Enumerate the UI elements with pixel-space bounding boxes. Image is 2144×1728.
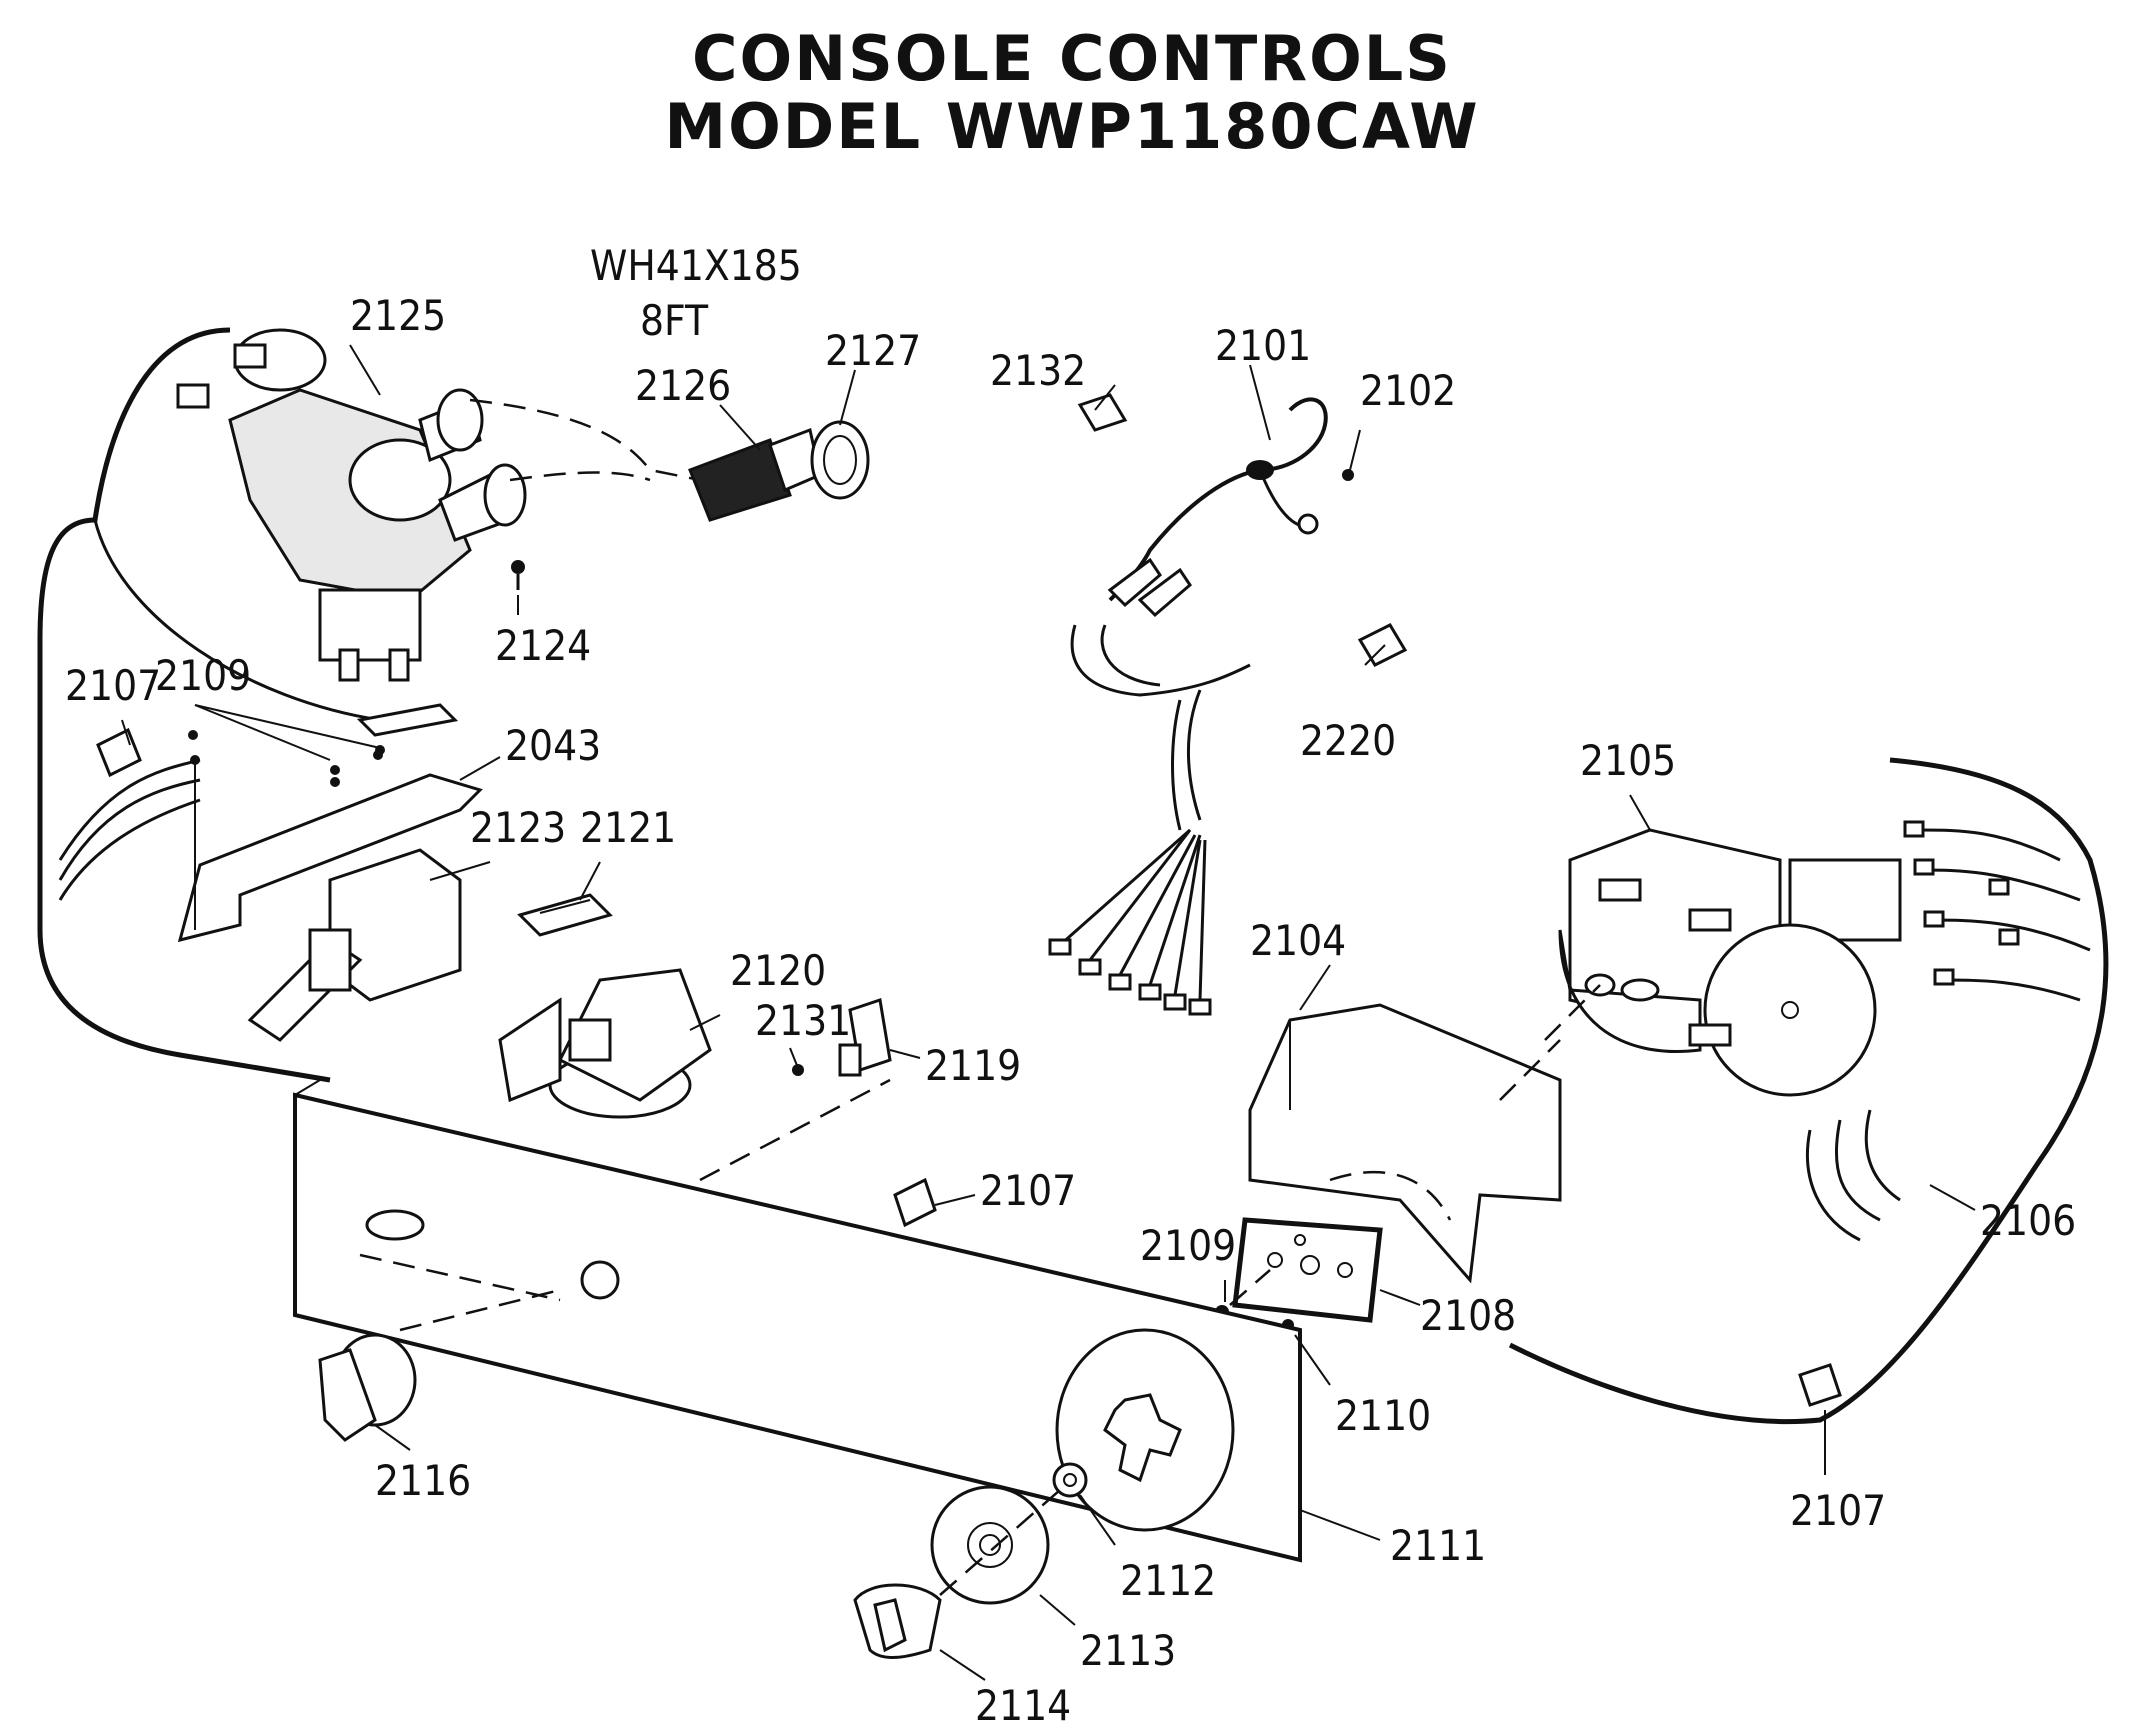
clip-2132	[1077, 393, 1128, 432]
label-2116: 2116	[375, 1456, 471, 1505]
center-wire-bundle	[1048, 624, 1251, 1016]
label-2101: 2101	[1215, 321, 1311, 370]
label-2121: 2121	[580, 803, 676, 852]
lamp-cord-2101	[1107, 397, 1328, 618]
tag-2121	[517, 893, 613, 937]
label-2107-left: 2107	[65, 661, 161, 710]
cover-2104	[1248, 984, 1601, 1284]
label-2120: 2120	[730, 946, 826, 995]
label-2114: 2114	[975, 1681, 1071, 1728]
label-2220: 2220	[1300, 716, 1396, 765]
label-2043: 2043	[505, 721, 601, 770]
label-2127: 2127	[825, 326, 921, 375]
clip-2107-center	[893, 1177, 937, 1228]
relay-2123	[247, 848, 462, 1042]
water-valve-2125	[176, 328, 701, 682]
label-2104: 2104	[1250, 916, 1346, 965]
switch-2119	[838, 998, 892, 1077]
label-2105: 2105	[1580, 736, 1676, 785]
label-2126: 2126	[635, 361, 731, 410]
clip-2107-right	[1798, 1363, 1842, 1407]
screw-2102	[1342, 469, 1354, 481]
label-2108: 2108	[1420, 1291, 1516, 1340]
label-2125: 2125	[350, 291, 446, 340]
clip-2220	[1357, 623, 1408, 667]
label-2113: 2113	[1080, 1626, 1176, 1675]
label-2102: 2102	[1360, 366, 1456, 415]
strain-relief-2127	[810, 420, 870, 500]
knob-2114	[853, 1489, 1061, 1659]
label-2131: 2131	[755, 996, 851, 1045]
label-2109-left: 2109	[155, 651, 251, 700]
pressure-switch-2120	[498, 968, 712, 1119]
label-2107-center: 2107	[980, 1166, 1076, 1215]
console-panel-2111	[293, 1078, 1302, 1563]
clip-2107-left	[96, 727, 142, 778]
cord-length-label: 8FT	[640, 296, 709, 345]
plate-2108	[1232, 1171, 1452, 1323]
timer-2105	[1558, 828, 1902, 1097]
part-labels: WH41X185 8FT 2125 2126 2127 2132 2101 21…	[65, 241, 2076, 1728]
label-2111: 2111	[1390, 1521, 1486, 1570]
label-2112: 2112	[1120, 1556, 1216, 1605]
label-2106: 2106	[1980, 1196, 2076, 1245]
screws-2109-left	[188, 730, 383, 787]
power-cord-2126	[688, 427, 822, 522]
title-line-1: CONSOLE CONTROLS	[692, 22, 1452, 95]
screw-2131	[792, 1064, 804, 1076]
label-2119: 2119	[925, 1041, 1021, 1090]
bracket-2043	[177, 703, 483, 943]
right-wire-harness-2106	[1508, 757, 2109, 1425]
left-wire-harness	[37, 327, 381, 1083]
washer-2112	[1052, 1462, 1088, 1498]
title-line-2: MODEL WWP1180CAW	[664, 90, 1480, 163]
label-2123: 2123	[470, 803, 566, 852]
label-2110: 2110	[1335, 1391, 1431, 1440]
label-2132: 2132	[990, 346, 1086, 395]
label-2107-right: 2107	[1790, 1486, 1886, 1535]
label-2109-right: 2109	[1140, 1221, 1236, 1270]
leader-lines	[121, 344, 1976, 1681]
label-2124: 2124	[495, 621, 591, 670]
screw-2124	[511, 560, 525, 590]
cord-part-label: WH41X185	[590, 241, 802, 290]
dial-skirt-2113	[930, 1485, 1050, 1605]
